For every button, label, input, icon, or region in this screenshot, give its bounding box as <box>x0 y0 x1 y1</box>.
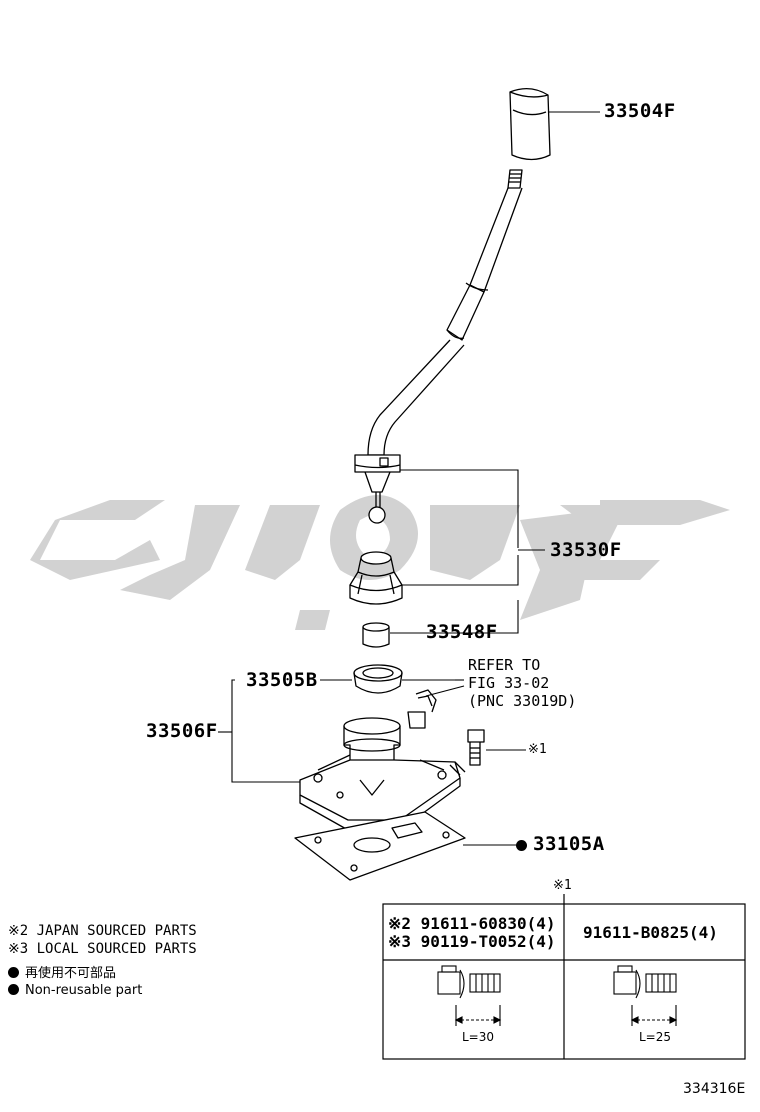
shift-knob <box>509 88 551 161</box>
legend-local: ※3 LOCAL SOURCED PARTS <box>8 941 197 957</box>
watermark-logo <box>30 495 730 630</box>
callout-33105A: 33105A <box>516 833 605 855</box>
refer-line-1: REFER TO <box>468 656 541 674</box>
fastener-table <box>382 894 746 1060</box>
bolt-25-drawing <box>613 965 678 1026</box>
leader-lines <box>218 111 600 846</box>
lever-thread <box>507 169 523 189</box>
callout-33505B: 33505B <box>246 669 318 691</box>
legend-nonreuse-jp: 再使用不可部品 <box>8 962 116 981</box>
lever-boot <box>349 551 403 605</box>
lever-bushing <box>362 622 390 648</box>
dim-L25: L=25 <box>639 1030 672 1044</box>
retainer-clip <box>407 689 437 729</box>
figure-id: 334316E <box>683 1081 746 1097</box>
refer-line-2: FIG 33-02 <box>468 674 550 692</box>
table-col1-line1: ※2 91611-60830(4) <box>388 914 556 933</box>
bolt-marker: ※1 <box>528 742 547 757</box>
housing-gasket <box>294 811 466 881</box>
shift-lever-rod <box>367 187 523 456</box>
legend-japan: ※2 JAPAN SOURCED PARTS <box>8 923 197 939</box>
lever-housing <box>299 717 461 831</box>
dim-L30: L=30 <box>462 1030 495 1044</box>
callout-33548F: 33548F <box>426 621 498 643</box>
legend-japan-text: ※2 JAPAN SOURCED PARTS <box>8 923 197 939</box>
housing-bolt <box>449 729 485 776</box>
callout-33506F: 33506F <box>146 720 218 742</box>
non-reusable-dot <box>516 840 527 851</box>
lever-seat <box>353 664 403 694</box>
legend-local-text: ※3 LOCAL SOURCED PARTS <box>8 941 197 957</box>
refer-line-3: (PNC 33019D) <box>468 692 577 710</box>
table-col1-line2: ※3 90119-T0052(4) <box>388 932 556 951</box>
legend-dot-en <box>8 984 19 995</box>
legend-nonreuse-en: Non-reusable part <box>8 983 142 998</box>
table-col2-line1: 91611-B0825(4) <box>583 923 718 942</box>
callout-33504F: 33504F <box>604 100 676 122</box>
callout-33530F: 33530F <box>550 539 622 561</box>
refer-note: REFER TO FIG 33-02 (PNC 33019D) <box>468 656 576 710</box>
legend-nonreuse-en-text: Non-reusable part <box>25 983 143 998</box>
legend-dot-jp <box>8 967 19 978</box>
legend-nonreuse-jp-text: 再使用不可部品 <box>25 966 117 981</box>
lever-ball-end <box>354 454 401 524</box>
table-bolt-drawings <box>437 965 678 1026</box>
callout-33105A-text: 33105A <box>533 833 605 855</box>
table-marker: ※1 <box>553 878 572 893</box>
bolt-30-drawing <box>437 965 502 1026</box>
